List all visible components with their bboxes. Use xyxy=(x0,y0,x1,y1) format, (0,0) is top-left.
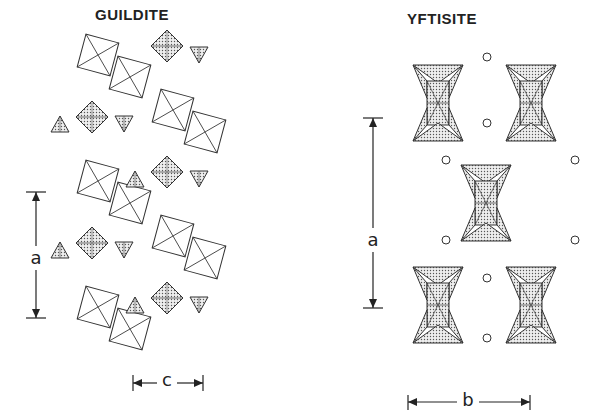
mineral-title: GUILDITE xyxy=(95,7,169,22)
mineral-title: YFTISITE xyxy=(407,11,477,26)
guildite-structure xyxy=(51,30,226,350)
yftisite-structure xyxy=(413,53,579,343)
axis-label: b xyxy=(460,391,475,409)
axis-label: c xyxy=(160,371,174,389)
dimension-line xyxy=(26,192,46,318)
dimension-line xyxy=(363,118,383,308)
axis-label: a xyxy=(365,231,380,249)
axis-label: a xyxy=(28,249,43,267)
